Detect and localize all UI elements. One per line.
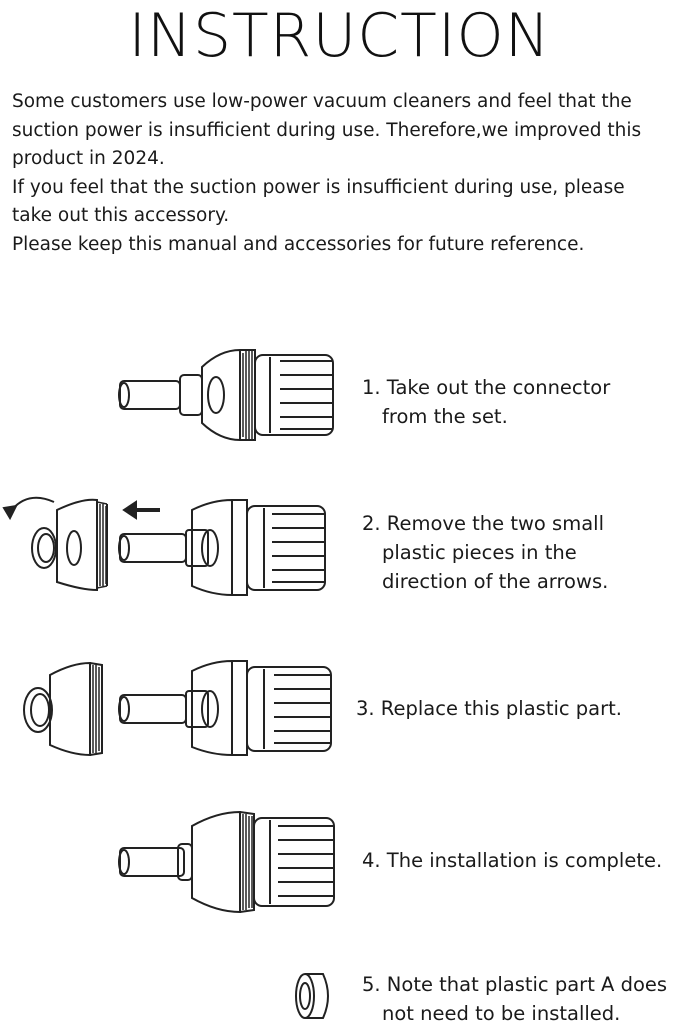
step-3-replace-diagram (12, 655, 342, 769)
step-2-line-1: 2. Remove the two small (362, 512, 604, 535)
intro-text: Some customers use low-power vacuum clea… (12, 88, 672, 259)
step-1-connector-diagram (110, 345, 340, 449)
step-2-text: 2. Remove the two small plastic pieces i… (362, 509, 608, 596)
page-title: INSTRUCTION (128, 1, 551, 71)
step-5-line-1: 5. Note that plastic part A does (362, 973, 668, 996)
step-3-text: 3. Replace this plastic part. (356, 694, 622, 723)
intro-line: Please keep this manual and accessories … (12, 233, 585, 255)
intro-line: If you feel that the suction power is in… (12, 176, 625, 198)
intro-line: Some customers use low-power vacuum clea… (12, 91, 632, 112)
step-5-text: 5. Note that plastic part A does not nee… (362, 970, 667, 1028)
step-2-line-3: direction of the arrows. (382, 570, 609, 593)
step-1-text: 1. Take out the connector from the set. (362, 373, 610, 431)
intro-line: suction power is insufficient during use… (12, 119, 642, 141)
step-2-remove-diagram (2, 490, 342, 604)
step-5-line-2: not need to be installed. (382, 1002, 621, 1025)
step-2-line-2: plastic pieces in the (382, 541, 577, 564)
intro-line: product in 2024. (12, 148, 165, 169)
intro-line: take out this accessory. (12, 205, 230, 226)
step-4-complete-diagram (112, 808, 342, 922)
step-4-text: 4. The installation is complete. (362, 846, 662, 875)
step-1-line-2: from the set. (382, 405, 508, 428)
step-4-line-1: 4. The installation is complete. (362, 849, 663, 872)
step-5-part-a-diagram (293, 970, 337, 1026)
step-3-line-1: 3. Replace this plastic part. (356, 697, 622, 720)
step-1-line-1: 1. Take out the connector (362, 376, 611, 399)
